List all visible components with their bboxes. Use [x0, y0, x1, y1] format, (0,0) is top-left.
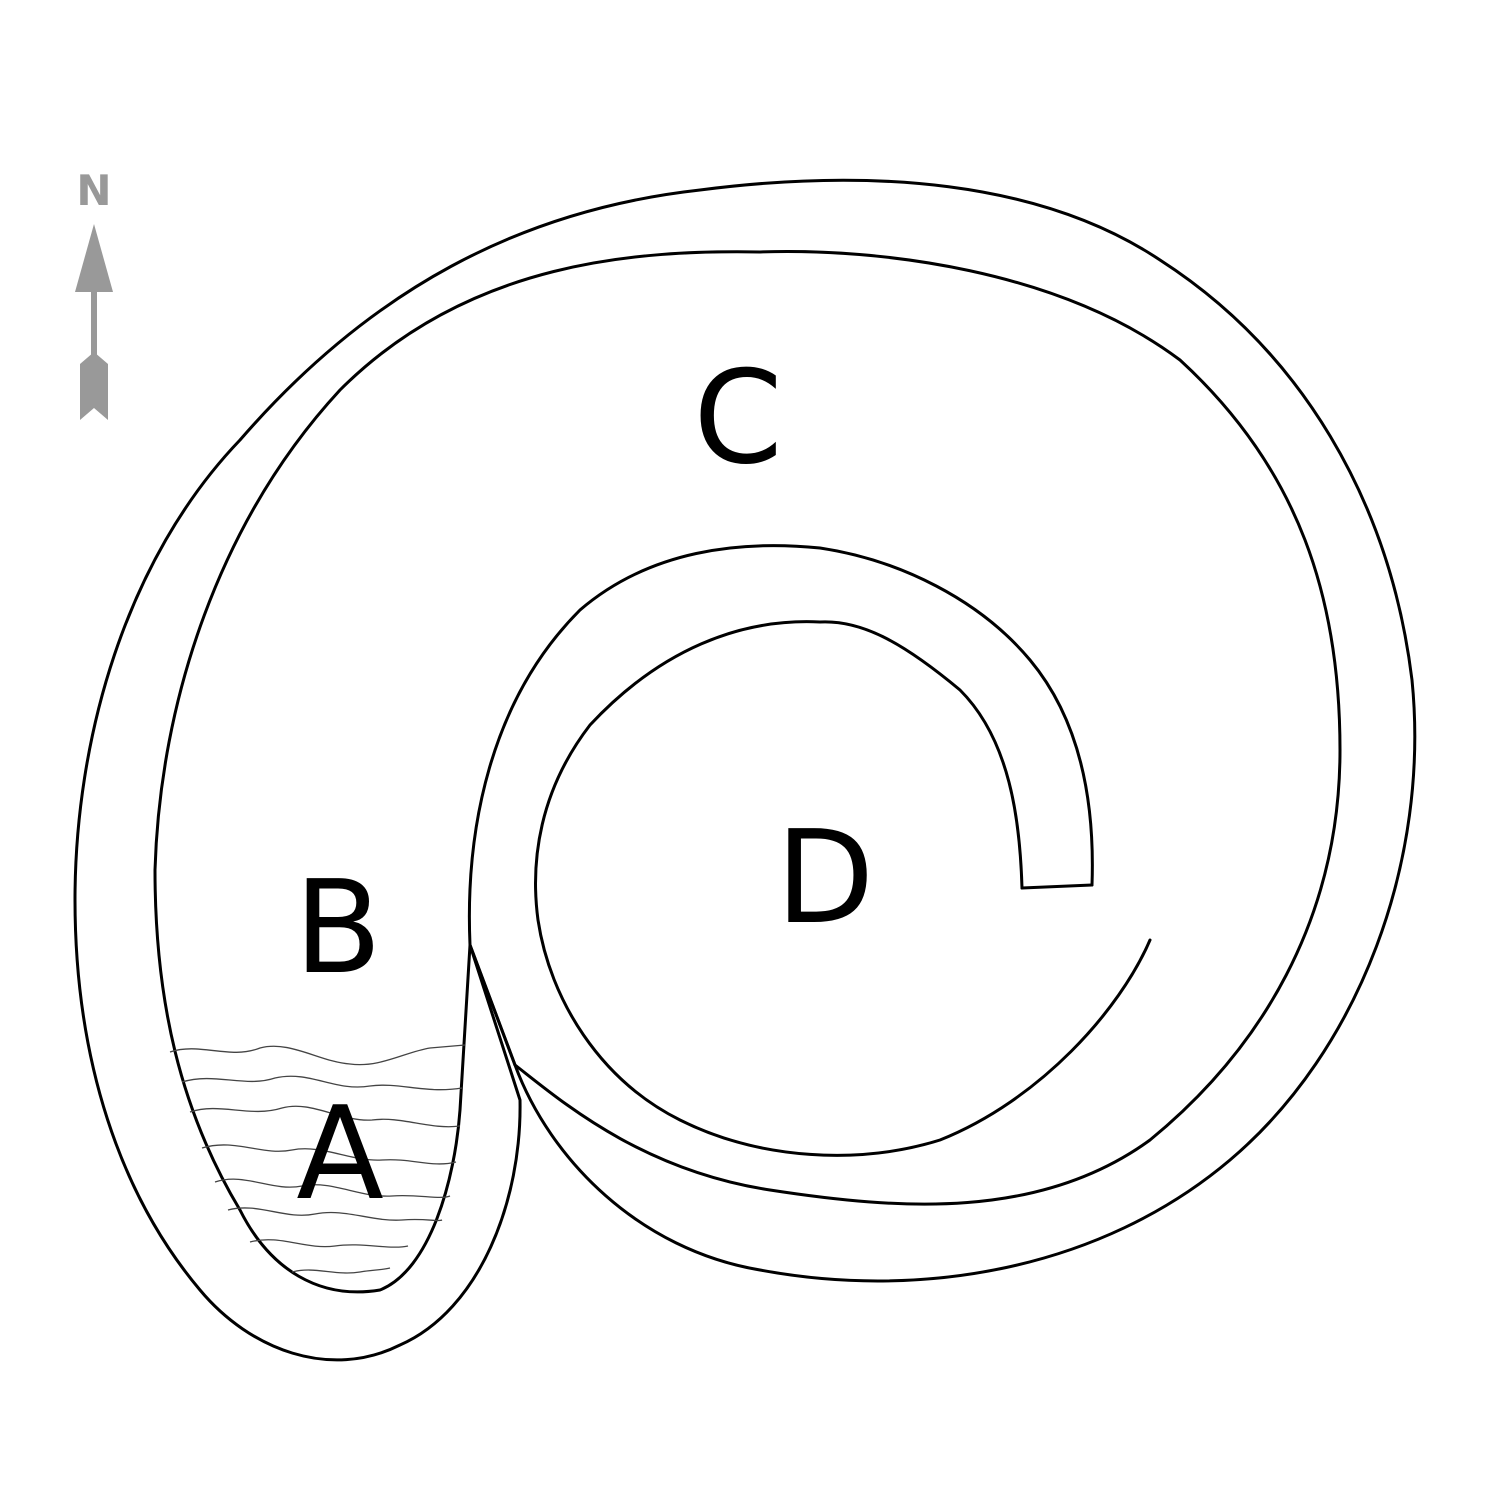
cleft-line: [468, 943, 517, 1067]
hatch-line: [227, 1207, 443, 1222]
hatch-line: [181, 1075, 463, 1091]
inner-arm-end-cap: [1020, 883, 1094, 890]
hatched-zone: [169, 1044, 466, 1274]
hatch-line: [291, 1267, 391, 1274]
region-label-d: D: [776, 804, 875, 953]
inner-arm-outer-wall: [467, 544, 1094, 947]
region-label-b: B: [294, 854, 382, 1003]
inner-arm-inner-wall: [534, 620, 1152, 1157]
hatch-line: [169, 1044, 466, 1066]
region-label-c: C: [693, 344, 782, 493]
hatch-line: [249, 1239, 409, 1248]
hatch-line: [189, 1105, 461, 1128]
outer-wall: [73, 178, 1417, 1362]
hatch-line: [214, 1178, 451, 1199]
outer-ring-inner-wall: [153, 250, 1342, 1294]
hatch-line: [201, 1144, 457, 1165]
north-compass: N: [75, 166, 113, 420]
region-label-a: A: [296, 1080, 384, 1229]
north-label: N: [76, 166, 111, 215]
north-arrow-icon: [75, 224, 113, 420]
